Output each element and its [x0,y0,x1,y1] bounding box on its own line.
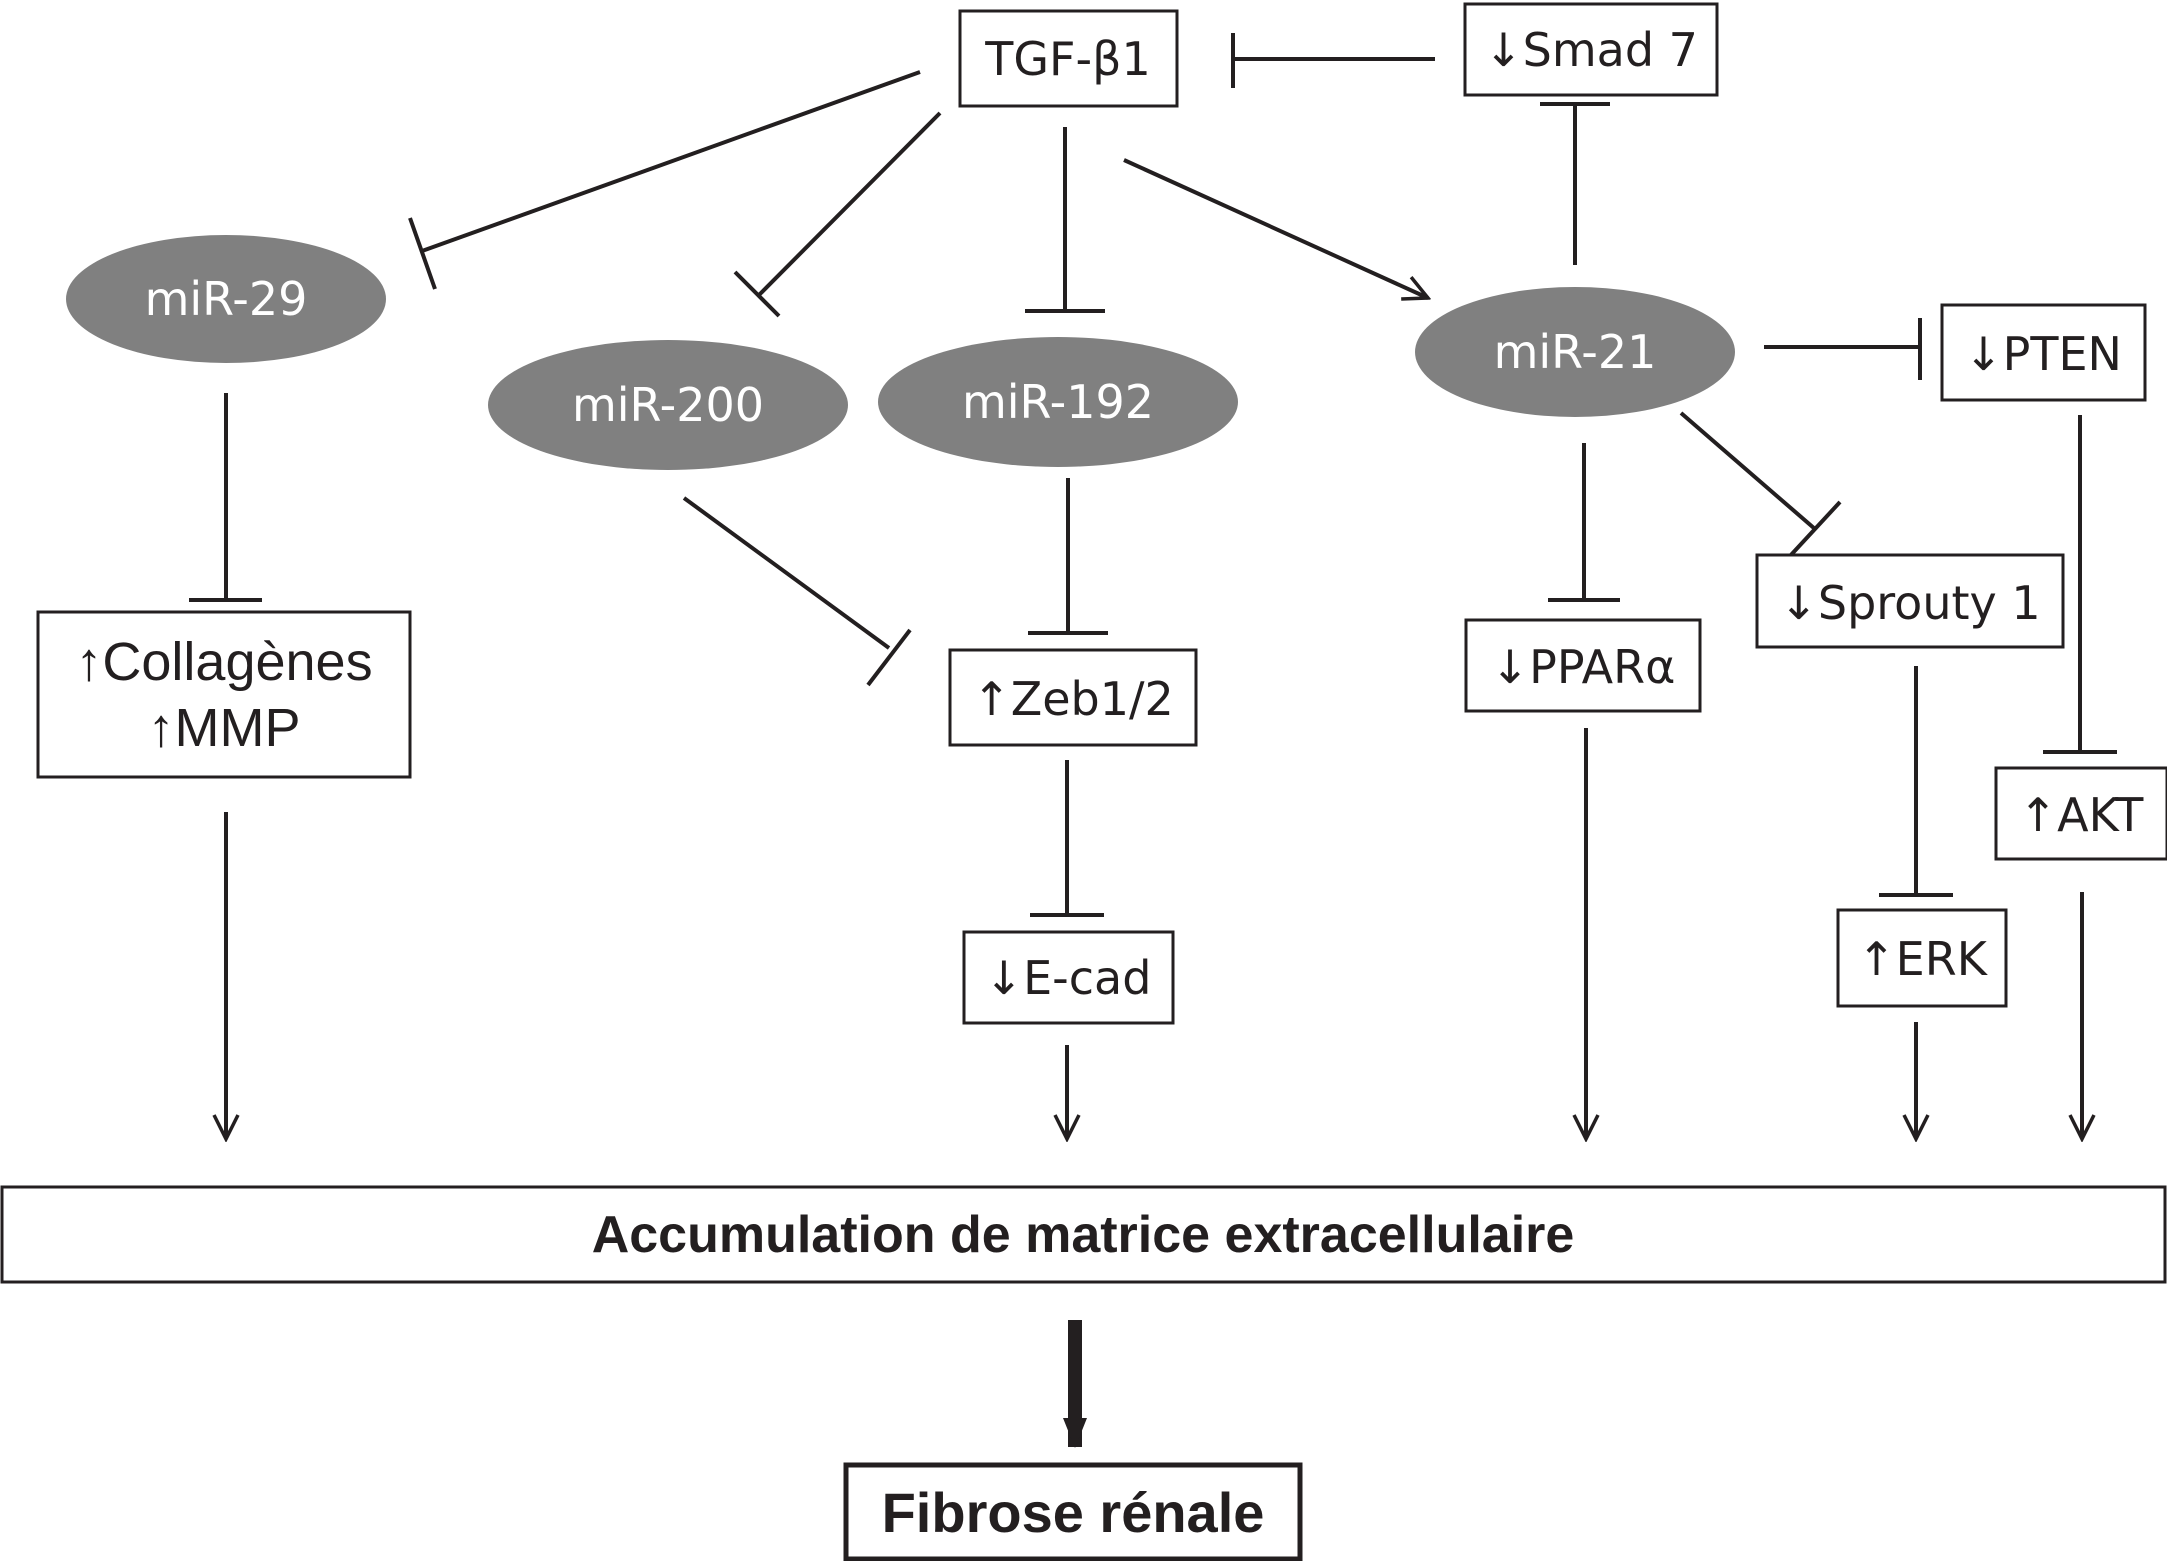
node-smad7: ↓Smad 7 [1463,2,1719,97]
edge-mir21-inhibits-ppara [1548,443,1620,602]
node-collagenes-label: ↑Collagènes [75,632,372,692]
edge-mir21-inhibits-pten [1764,318,1922,380]
node-collagenes-mmp: ↑Collagènes ↑MMP [36,610,412,779]
node-akt-label: ↑AKT [2019,788,2145,842]
node-zeb12-label: ↑Zeb1/2 [972,672,1174,726]
node-tgf-beta1-label: TGF-β1 [984,32,1150,86]
node-accumulation: Accumulation de matrice extracellulaire [0,1185,2167,1284]
edge-tgf-inhibits-mir200 [733,111,942,318]
node-mir200: miR-200 [488,340,848,470]
node-smad7-label: ↓Smad 7 [1484,23,1698,77]
node-accumulation-label: Accumulation de matrice extracellulaire [592,1206,1575,1264]
node-ecad-label: ↓E-cad [985,951,1152,1005]
node-sprouty1-label: ↓Sprouty 1 [1779,576,2040,630]
node-mir29-label: miR-29 [145,272,308,326]
node-mir192-label: miR-192 [962,375,1154,429]
edge-tgf-activates-mir21 [1123,158,1428,298]
node-mir21: miR-21 [1415,287,1735,417]
node-fibrose: Fibrose rénale [843,1462,1303,1561]
node-mir192: miR-192 [878,337,1238,467]
edge-mir192-inhibits-zeb [1028,478,1108,635]
node-pten-label: ↓PTEN [1964,327,2122,381]
edge-pten-inhibits-akt [2043,415,2117,754]
edge-mir21-inhibits-smad7 [1540,102,1610,265]
edge-sprouty-inhibits-erk [1879,666,1953,897]
edge-mir200-inhibits-zeb [682,496,912,687]
node-erk-label: ↑ERK [1857,932,1989,986]
node-erk: ↑ERK [1836,908,2008,1008]
node-akt: ↑AKT [1994,766,2167,861]
node-mir200-label: miR-200 [572,378,764,432]
node-zeb12: ↑Zeb1/2 [948,648,1198,747]
edges [189,33,2117,1448]
node-fibrose-label: Fibrose rénale [882,1481,1265,1544]
node-mir21-label: miR-21 [1494,325,1657,379]
node-ppara-label: ↓PPARα [1491,640,1676,694]
edge-smad7-inhibits-tgf [1231,33,1435,88]
node-mmp-label: ↑MMP [148,698,301,758]
node-mir29: miR-29 [66,235,386,363]
node-sprouty1: ↓Sprouty 1 [1755,553,2065,649]
edge-tgf-inhibits-mir192 [1025,127,1105,313]
node-pten: ↓PTEN [1940,303,2147,402]
node-tgf-beta1: TGF-β1 [958,9,1179,108]
edge-tgf-inhibits-mir29 [408,70,921,290]
edge-mir29-inhibits-collagenes [189,393,262,602]
edge-mir21-inhibits-sprouty [1679,411,1842,558]
edge-zeb-inhibits-ecad [1030,760,1104,917]
node-ppara: ↓PPARα [1464,618,1702,713]
node-ecad: ↓E-cad [962,930,1175,1025]
